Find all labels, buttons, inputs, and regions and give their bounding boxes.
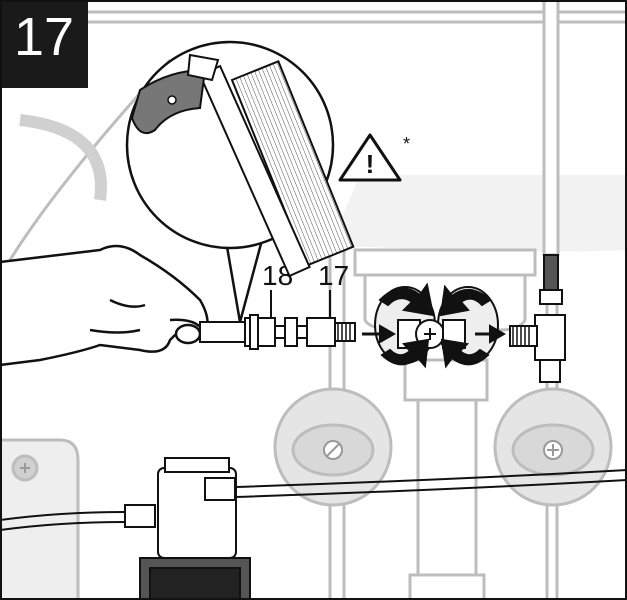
- warning-symbol: !: [366, 149, 375, 179]
- step-number: 17: [13, 7, 75, 67]
- warning-note-marker: *: [403, 134, 410, 154]
- sink-bowl: [330, 175, 627, 252]
- direction-arrows: [362, 324, 507, 344]
- step-number-badge: 17: [0, 0, 88, 88]
- left-wall-plate: [273, 387, 393, 507]
- tube-assembly: [199, 290, 356, 350]
- drain-pipe: [353, 248, 537, 600]
- rotate-arrow-left-icon: [378, 282, 435, 369]
- supply-tubes: [0, 469, 627, 531]
- tee-fitting: [509, 254, 566, 383]
- rotate-arrow-right-icon: [439, 284, 492, 369]
- filter-bracket: [0, 438, 80, 600]
- hand: [0, 244, 209, 367]
- warning-icon: ! *: [338, 133, 410, 182]
- callout-label-17: 17: [318, 260, 349, 291]
- magnified-detail: [130, 53, 355, 278]
- filter-head: [124, 457, 251, 600]
- right-wall-plate: [493, 387, 613, 507]
